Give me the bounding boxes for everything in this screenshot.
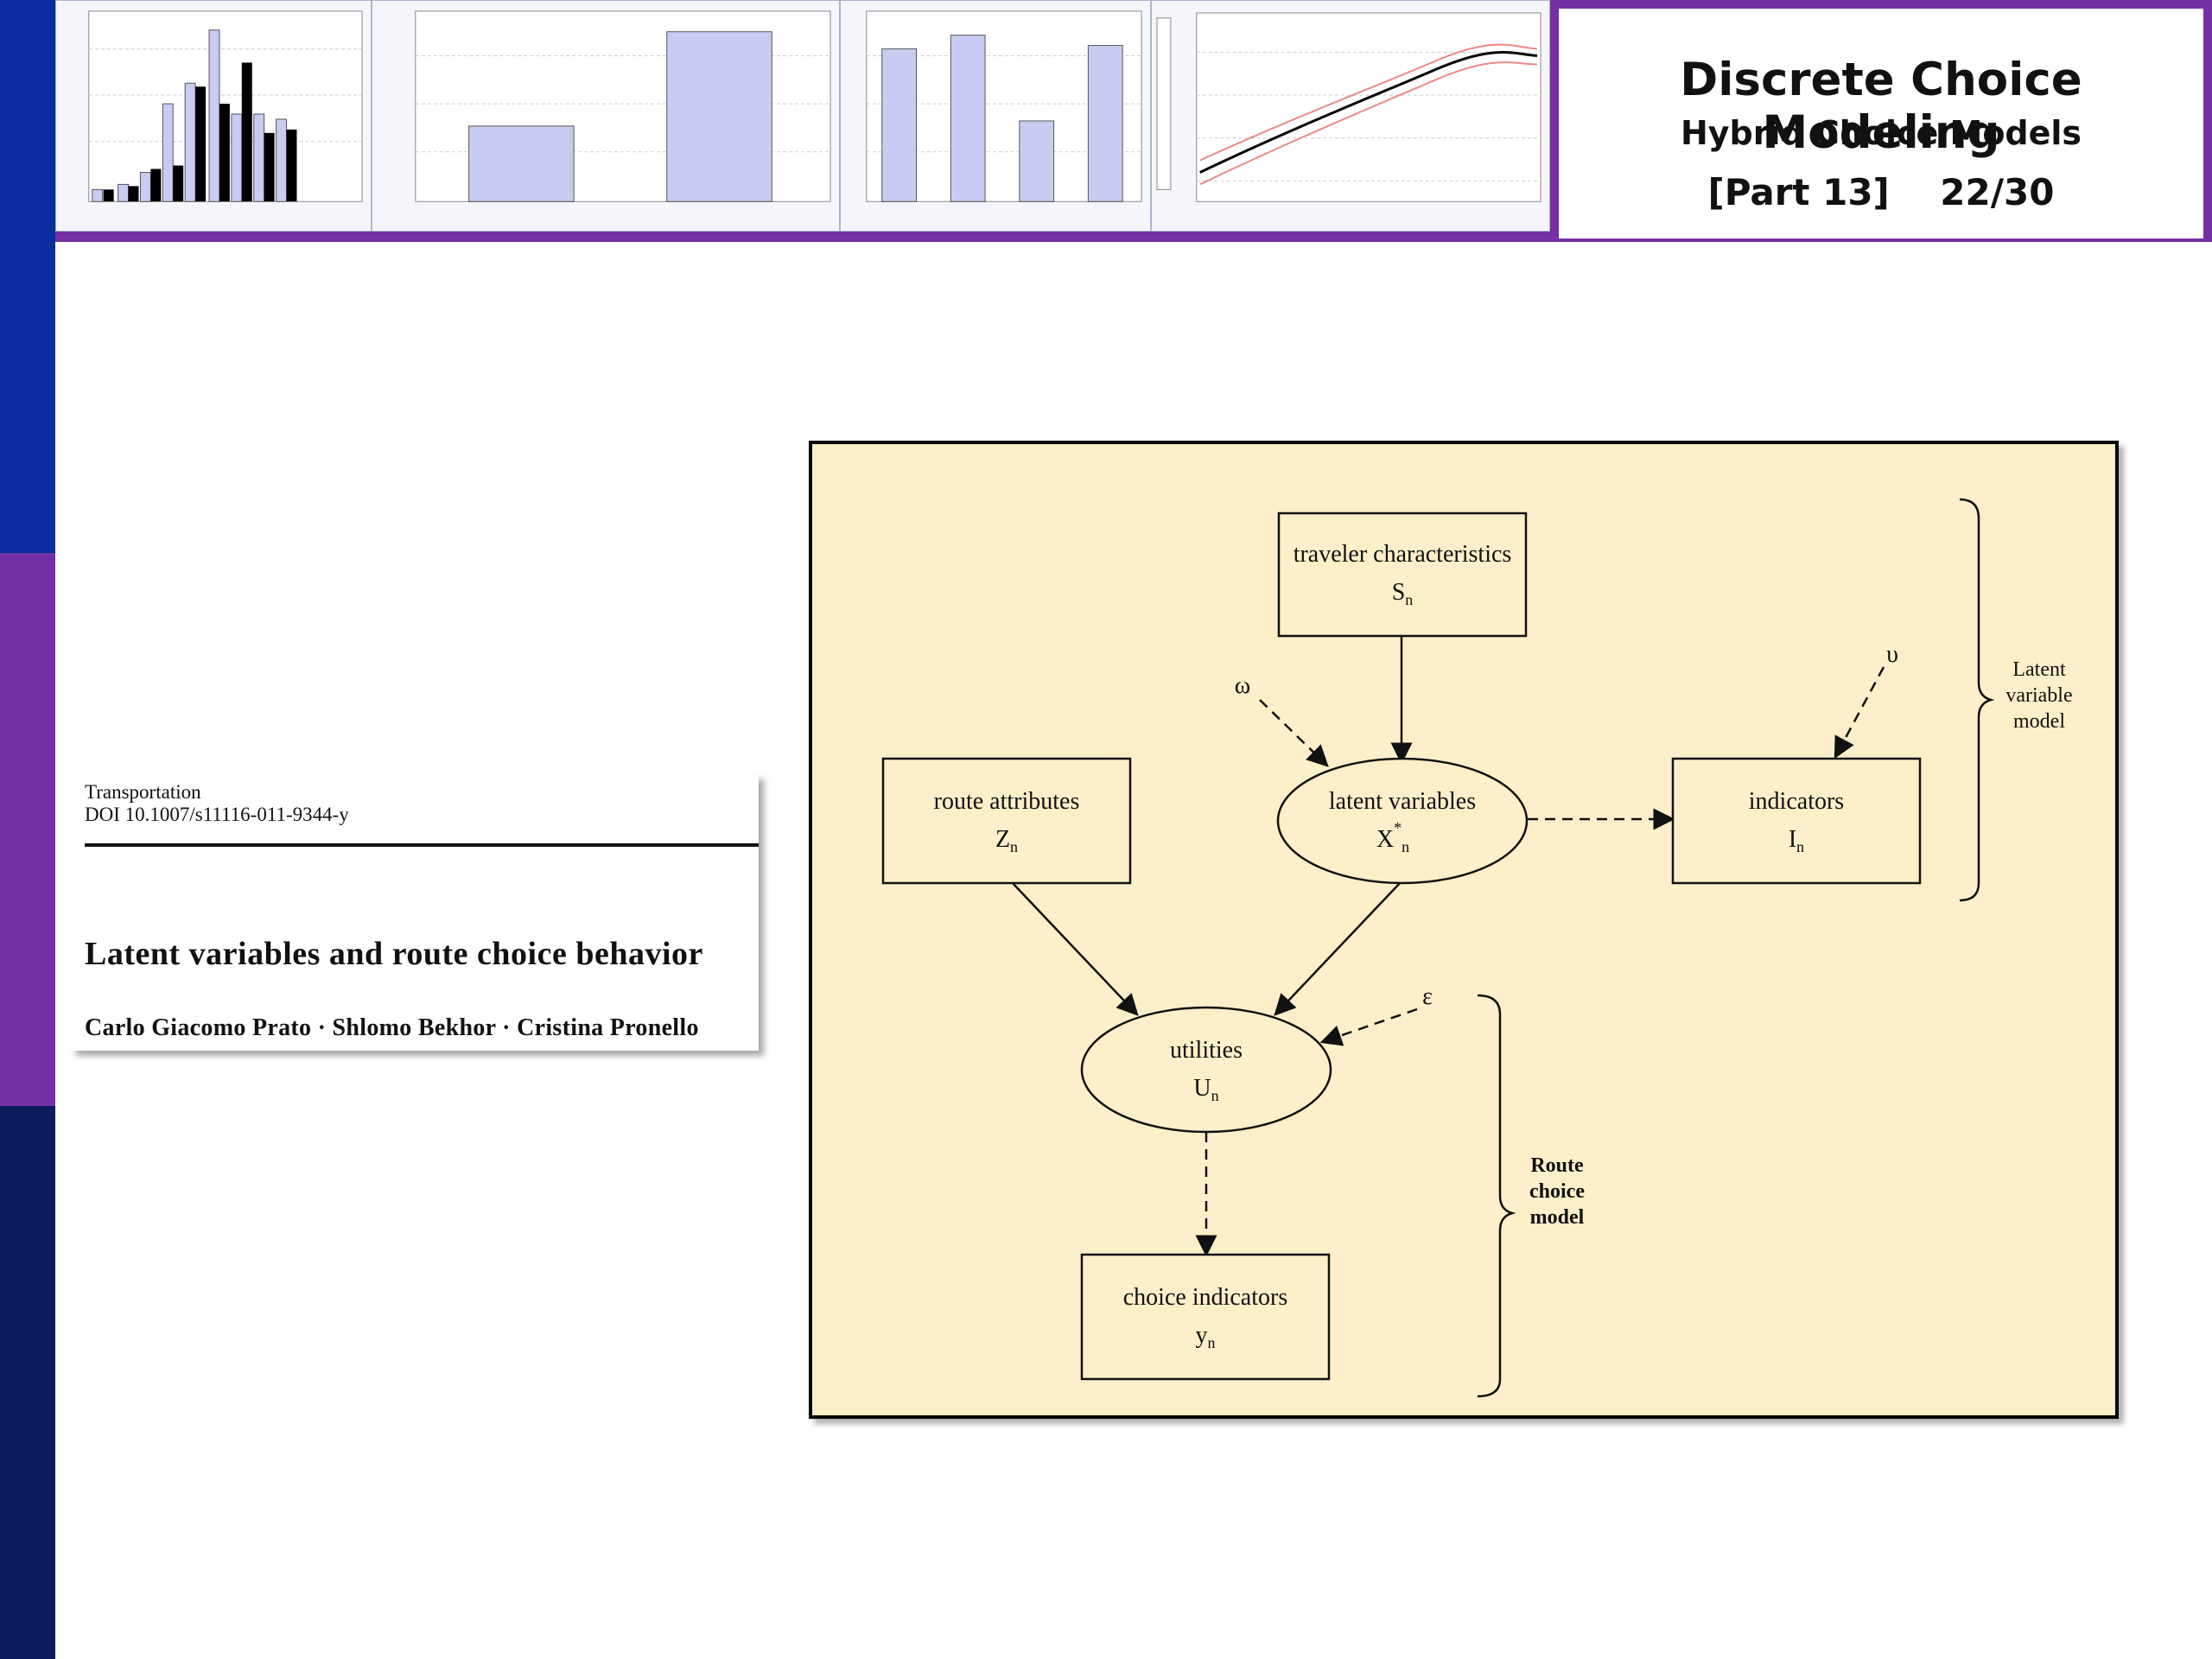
latent-model-label: Latent variable model [2005,658,2072,733]
latent-model-line-2: variable [2005,684,2072,707]
node-indicators: indicators In [1671,757,1922,885]
left-bar-bottom [0,1106,55,1659]
paper-authors: Carlo Giacomo Prato · Shlomo Bekhor · Cr… [85,1014,699,1041]
latent-symbol: X*n [1376,819,1409,855]
latent-model-line-1: Latent [2012,658,2066,681]
route-model-label: Route choice model [1529,1154,1585,1229]
utilities-label: utilities [1170,1037,1243,1064]
diagram-edges [1010,636,1885,1257]
part-label: [Part 13] [1707,171,1890,213]
traveler-label: traveler characteristics [1294,541,1512,568]
node-choice-indicators: choice indicators yn [1080,1253,1331,1381]
histogram-thumbnail [55,0,372,232]
header-image-strip [55,0,1550,235]
slide-part-page: [Part 13] 22/30 [1559,171,2203,213]
slide-title-box: Discrete Choice Modeling Hybrid Choice M… [1550,0,2212,238]
hybrid-choice-diagram: traveler characteristics Sn route attrib… [809,441,2119,1419]
upsilon-term: υ [1886,641,1898,668]
node-traveler-characteristics: traveler characteristics Sn [1277,512,1528,638]
epsilon-term: ε [1422,983,1433,1010]
edge-epsilon-to-utilities [1319,1007,1418,1046]
bar-chart-thumbnail [372,0,840,232]
node-latent-variables: latent variables X*n [1276,757,1529,885]
citation-rule [85,843,759,847]
left-bar-middle [0,553,55,1106]
latent-model-brace [1959,498,1995,902]
edge-upsilon-to-indicators [1834,666,1885,760]
choice-symbol: yn [1196,1322,1216,1351]
column-chart-thumbnail [840,0,1151,232]
node-route-attributes: route attributes Zn [881,757,1132,885]
node-utilities: utilities Un [1080,1006,1332,1134]
route-model-line-2: choice [1529,1180,1585,1203]
latent-model-line-3: model [2013,710,2065,733]
paper-citation-card: Transportation DOI 10.1007/s11116-011-93… [71,774,759,1051]
route-symbol: Zn [995,826,1018,855]
latent-label: latent variables [1329,788,1476,815]
utilities-symbol: Un [1193,1075,1218,1104]
route-label: route attributes [934,788,1080,815]
choice-label: choice indicators [1123,1284,1287,1311]
route-model-line-1: Route [1530,1154,1584,1177]
route-model-brace [1477,994,1516,1398]
route-model-line-3: model [1530,1206,1585,1229]
paper-doi: DOI 10.1007/s11116-011-9344-y [85,804,349,825]
edge-latent-to-utilities [1274,880,1402,1016]
paper-title: Latent variables and route choice behavi… [85,936,703,972]
journal-name: Transportation [85,781,201,803]
indicators-symbol: In [1789,826,1804,855]
omega-term: ω [1235,672,1250,699]
indicators-label: indicators [1749,788,1844,815]
slide-title: Discrete Choice Modeling [1680,54,2082,159]
left-bar-top [0,0,55,553]
traveler-symbol: Sn [1392,579,1414,608]
slide-subtitle: Hybrid Choice Models [1680,114,2082,152]
page-number: 22/30 [1940,171,2055,213]
line-plot-thumbnail [1151,0,1550,232]
edge-omega-to-latent [1259,699,1329,767]
edge-route-to-utilities [1010,880,1139,1016]
